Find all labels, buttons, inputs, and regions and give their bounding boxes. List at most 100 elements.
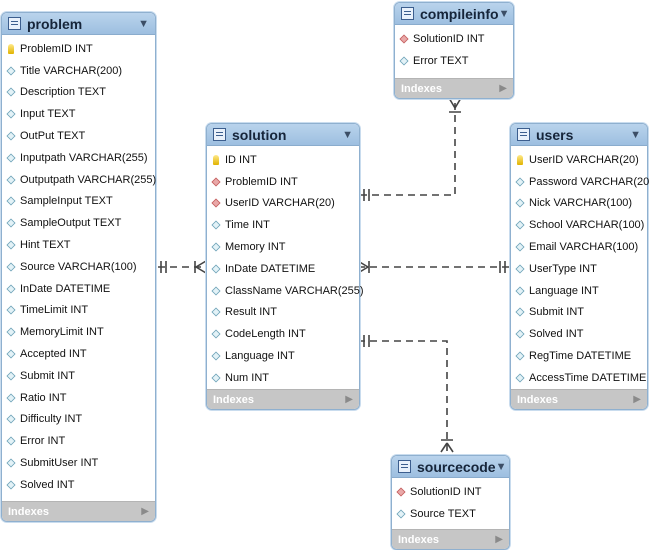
column-diamond-icon <box>211 329 221 339</box>
column-row[interactable]: UserType INT <box>511 258 647 280</box>
column-row[interactable]: Difficulty INT <box>2 409 155 431</box>
expand-arrow-icon[interactable]: ▶ <box>499 83 507 94</box>
rel-solution-sourcecode <box>358 340 448 452</box>
expand-arrow-icon[interactable]: ▶ <box>345 394 353 405</box>
column-row[interactable]: Error INT <box>2 430 155 452</box>
column-row[interactable]: SolutionID INT <box>392 481 509 503</box>
column-row[interactable]: Result INT <box>207 302 359 324</box>
table-header[interactable]: solution▼ <box>207 124 359 146</box>
column-row[interactable]: Solved INT <box>2 474 155 496</box>
table-sourcecode[interactable]: sourcecode▼ SolutionID INT Source TEXT Inde… <box>391 455 510 550</box>
table-users[interactable]: users▼ UserID VARCHAR(20)Password VARCHAR… <box>510 123 649 410</box>
collapse-caret-icon[interactable]: ▼ <box>495 460 507 473</box>
table-header[interactable]: users▼ <box>511 124 647 146</box>
column-diamond-icon <box>6 131 16 141</box>
column-label: ProblemID INT <box>20 42 93 55</box>
column-row[interactable]: ProblemID INT <box>2 38 155 60</box>
column-diamond-icon <box>6 458 16 468</box>
column-row[interactable]: Hint TEXT <box>2 234 155 256</box>
collapse-caret-icon[interactable]: ▼ <box>138 17 149 30</box>
column-row[interactable]: Input TEXT <box>2 103 155 125</box>
column-row[interactable]: Time INT <box>207 214 359 236</box>
column-row[interactable]: SubmitUser INT <box>2 452 155 474</box>
rel-end-compileinfo <box>448 97 462 113</box>
expand-arrow-icon[interactable]: ▶ <box>141 506 149 517</box>
column-row[interactable]: Title VARCHAR(200) <box>2 60 155 82</box>
rel-end-problem <box>160 261 167 273</box>
expand-arrow-icon[interactable]: ▶ <box>495 534 503 545</box>
column-row[interactable]: SolutionID INT <box>395 28 513 50</box>
column-row[interactable]: Source TEXT <box>392 503 509 525</box>
column-row[interactable]: Accepted INT <box>2 343 155 365</box>
column-row[interactable]: Email VARCHAR(100) <box>511 236 647 258</box>
column-row[interactable]: Memory INT <box>207 236 359 258</box>
expand-arrow-icon[interactable]: ▶ <box>633 394 641 405</box>
column-diamond-icon <box>6 436 16 446</box>
column-diamond-icon <box>6 196 16 206</box>
indexes-section[interactable]: Indexes ▶ <box>207 389 359 409</box>
table-icon <box>398 460 411 473</box>
column-row[interactable]: InDate DATETIME <box>2 278 155 300</box>
column-row[interactable]: ProblemID INT <box>207 171 359 193</box>
indexes-section[interactable]: Indexes▶ <box>2 501 155 521</box>
column-row[interactable]: ID INT <box>207 149 359 171</box>
collapse-caret-icon[interactable]: ▼ <box>342 128 353 141</box>
column-row[interactable]: UserID VARCHAR(20) <box>511 149 647 171</box>
indexes-section[interactable]: Indexes ▶ <box>511 389 647 409</box>
column-row[interactable]: Description TEXT <box>2 82 155 104</box>
column-row[interactable]: CodeLength INT <box>207 323 359 345</box>
column-row[interactable]: UserID VARCHAR(20) <box>207 193 359 215</box>
column-diamond-icon <box>6 480 16 490</box>
column-row[interactable]: School VARCHAR(100) <box>511 214 647 236</box>
collapse-caret-icon[interactable]: ▼ <box>498 7 510 20</box>
indexes-label: Indexes <box>398 533 439 546</box>
column-row[interactable]: SampleInput TEXT <box>2 191 155 213</box>
column-row[interactable]: TimeLimit INT <box>2 300 155 322</box>
collapse-caret-icon[interactable]: ▼ <box>630 128 641 141</box>
indexes-label: Indexes <box>213 393 254 406</box>
column-label: Error TEXT <box>413 54 469 67</box>
column-row[interactable]: Source VARCHAR(100) <box>2 256 155 278</box>
column-row[interactable]: Inputpath VARCHAR(255) <box>2 147 155 169</box>
column-row[interactable]: Submit INT <box>511 302 647 324</box>
table-header[interactable]: sourcecode▼ <box>392 456 509 478</box>
primary-key-icon <box>8 43 14 54</box>
indexes-section[interactable]: Indexes▶ <box>395 78 513 98</box>
column-label: Memory INT <box>225 241 286 254</box>
column-list: SolutionID INT Error TEXT <box>395 25 513 72</box>
column-row[interactable]: Nick VARCHAR(100) <box>511 193 647 215</box>
column-row[interactable]: Submit INT <box>2 365 155 387</box>
column-label: CodeLength INT <box>225 328 306 341</box>
indexes-section[interactable]: Indexes ▶ <box>392 529 509 549</box>
column-row[interactable]: MemoryLimit INT <box>2 321 155 343</box>
column-row[interactable]: Ratio INT <box>2 387 155 409</box>
column-row[interactable]: OutPut TEXT <box>2 125 155 147</box>
column-row[interactable]: ClassName VARCHAR(255) <box>207 280 364 302</box>
column-row[interactable]: Error TEXT <box>395 50 513 72</box>
column-row[interactable]: Solved INT <box>511 323 647 345</box>
column-row[interactable]: InDate DATETIME <box>207 258 359 280</box>
table-compileinfo[interactable]: compileinfo▼ SolutionID INT Error TEXT Inde… <box>394 2 514 99</box>
column-diamond-icon <box>6 87 16 98</box>
indexes-label: Indexes <box>517 393 558 406</box>
table-header[interactable]: problem▼ <box>2 13 155 35</box>
column-row[interactable]: Password VARCHAR(20) <box>511 171 649 193</box>
column-row[interactable]: Outputpath VARCHAR(255) <box>2 169 156 191</box>
column-row[interactable]: RegTime DATETIME <box>511 345 647 367</box>
column-label: UserID VARCHAR(20) <box>225 197 335 210</box>
column-diamond-icon <box>6 305 16 315</box>
column-label: Email VARCHAR(100) <box>529 241 639 254</box>
column-row[interactable]: Language INT <box>511 280 647 302</box>
column-row[interactable]: SampleOutput TEXT <box>2 212 155 234</box>
column-label: Source TEXT <box>410 507 476 520</box>
column-row[interactable]: Language INT <box>207 345 359 367</box>
column-row[interactable]: AccessTime DATETIME <box>511 367 647 389</box>
column-diamond-icon <box>6 414 16 424</box>
table-header[interactable]: compileinfo▼ <box>395 3 513 25</box>
column-row[interactable]: Num INT <box>207 367 359 389</box>
column-label: Nick VARCHAR(100) <box>529 197 633 210</box>
column-label: Inputpath VARCHAR(255) <box>20 151 148 164</box>
